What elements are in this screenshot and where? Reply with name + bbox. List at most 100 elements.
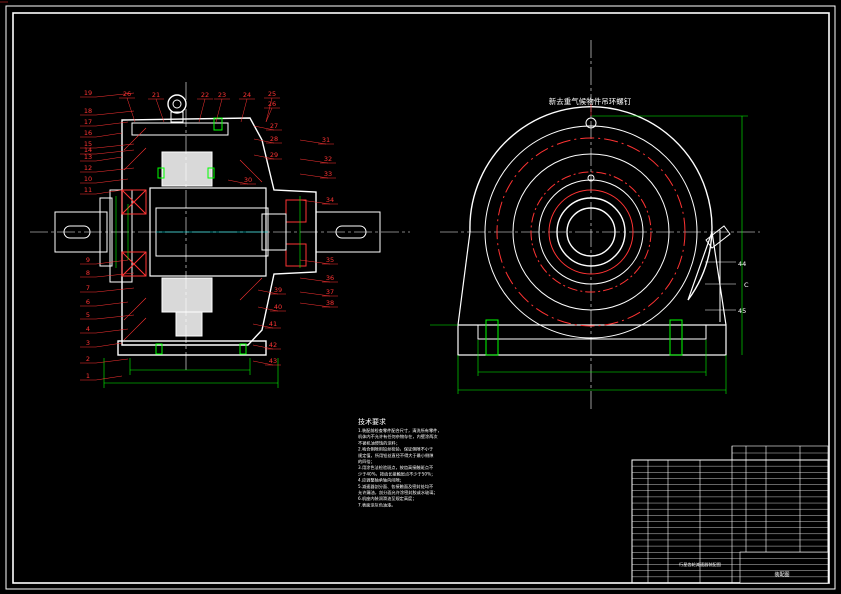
notes-title: 技术要求 [358, 417, 386, 426]
balloon-35: 35 [326, 256, 334, 264]
balloon-42: 42 [269, 341, 277, 349]
balloon-leader [95, 342, 123, 348]
balloon-leader [240, 98, 248, 123]
balloon-leader [95, 178, 129, 184]
balloon-leader [299, 291, 331, 297]
balloon-leader [95, 189, 123, 195]
notes-line: 的四倍； [358, 458, 375, 465]
balloon-leader [299, 139, 327, 145]
balloon-leader [198, 98, 206, 123]
balloon-34: 34 [326, 196, 334, 204]
balloon-leader [257, 289, 279, 295]
title-block-rows [632, 452, 828, 578]
balloon-leader [95, 287, 135, 293]
balloon-17: 17 [84, 118, 92, 126]
notes-line: 5.减速器剖分面、各接触面及密封处均不 [358, 483, 433, 490]
balloon-29: 29 [270, 151, 278, 159]
title-block [631, 445, 829, 584]
balloon-23: 23 [218, 91, 226, 99]
callout-45: 45 [738, 307, 746, 315]
balloon-leader [215, 98, 223, 123]
title-block-drawing-no: 装配图 [774, 571, 789, 578]
balloon-25: 25 [268, 90, 276, 98]
notes-line: 允许漏油，剖分面允许涂密封胶或水玻璃； [358, 489, 438, 496]
callout-c: C [744, 281, 749, 289]
balloon-leader [95, 143, 135, 149]
balloon-30: 30 [244, 176, 252, 184]
notes-line: 3.用涂色法检验斑点，按齿高接触斑点不 [358, 464, 433, 471]
balloon-12: 12 [84, 164, 92, 172]
balloon-leader [252, 360, 274, 366]
balloon-leader [299, 173, 329, 179]
balloon-leader [95, 156, 123, 162]
balloon-leader [95, 272, 135, 278]
balloon-leader [299, 199, 331, 205]
balloon-22: 22 [201, 91, 209, 99]
balloon-leader [95, 92, 135, 98]
balloon-leader [299, 158, 329, 164]
balloon-leader [253, 154, 275, 160]
balloon-40: 40 [274, 303, 282, 311]
balloon-leaders [0, 1, 338, 381]
balloon-14: 14 [84, 146, 92, 154]
notes-line: 1.装配前检查零件配合尺寸，清洗所有零件， [358, 427, 442, 434]
balloon-26a: 26 [123, 90, 131, 98]
title-block-caption: 行星齿轮减速器装配图 [679, 561, 721, 568]
balloon-28: 28 [270, 135, 278, 143]
balloon-leader [95, 121, 129, 127]
balloon-leader [95, 328, 129, 334]
notes-line: 2.啮合侧隙用铅丝检验，保证侧隙不小于 [358, 446, 433, 453]
balloon-26b: 26 [268, 100, 276, 108]
balloon-2: 2 [86, 355, 90, 363]
balloon-leader [253, 125, 275, 131]
balloon-5: 5 [86, 311, 90, 319]
balloon-leader [95, 358, 129, 364]
balloon-leader [299, 302, 331, 308]
balloon-31: 31 [322, 136, 330, 144]
notes-line: 机体内不允许有任何杂物存在，内壁涂两次 [358, 433, 438, 440]
balloon-32: 32 [324, 155, 332, 163]
balloon-24: 24 [243, 91, 251, 99]
balloon-41: 41 [269, 320, 277, 328]
section-view [30, 82, 410, 388]
balloons-left: 19 18 17 16 15 14 13 12 10 11 9 8 7 6 5 … [84, 89, 92, 380]
balloon-6: 6 [86, 298, 90, 306]
notes-line: 7.表面涂灰色油漆。 [358, 501, 396, 508]
balloon-leader [252, 344, 274, 350]
balloon-11: 11 [84, 186, 92, 194]
balloon-16: 16 [84, 129, 92, 137]
balloon-13: 13 [84, 153, 92, 161]
notes-block: 1.装配前检查零件配合尺寸，清洗所有零件， 机体内不允许有任何杂物存在，内壁涂两… [358, 427, 442, 508]
balloon-8: 8 [86, 269, 90, 277]
balloon-10: 10 [84, 175, 92, 183]
balloon-leader [253, 138, 275, 144]
balloon-leader [95, 167, 135, 173]
balloon-36: 36 [326, 274, 334, 282]
balloon-27: 27 [270, 122, 278, 130]
balloon-leader [95, 149, 135, 155]
balloon-leader [95, 301, 129, 307]
notes-line: 规定值，所用铅丝直径不得大于最小侧隙 [358, 452, 434, 459]
balloon-leader [126, 97, 136, 123]
balloon-19: 19 [84, 89, 92, 97]
balloon-leader [95, 132, 123, 138]
balloon-leader [265, 107, 273, 123]
balloon-leader [95, 314, 135, 320]
balloon-3: 3 [86, 339, 90, 347]
balloon-43: 43 [269, 357, 277, 365]
balloon-leader [299, 277, 331, 283]
balloon-leader [95, 110, 135, 116]
end-view [430, 40, 760, 410]
end-view-title: 新去重气候物件吊环螺钉 [549, 96, 632, 106]
balloon-leader [257, 306, 279, 312]
balloon-18: 18 [84, 107, 92, 115]
balloon-leader [95, 375, 123, 381]
balloon-leader [227, 179, 249, 185]
balloon-15: 15 [84, 140, 92, 148]
balloon-37: 37 [326, 288, 334, 296]
balloon-4: 4 [86, 325, 90, 333]
balloons-right: 27 28 29 30 31 32 33 34 35 36 37 38 39 4… [244, 122, 334, 365]
balloon-leader [299, 259, 331, 265]
inner-frame [12, 12, 830, 584]
